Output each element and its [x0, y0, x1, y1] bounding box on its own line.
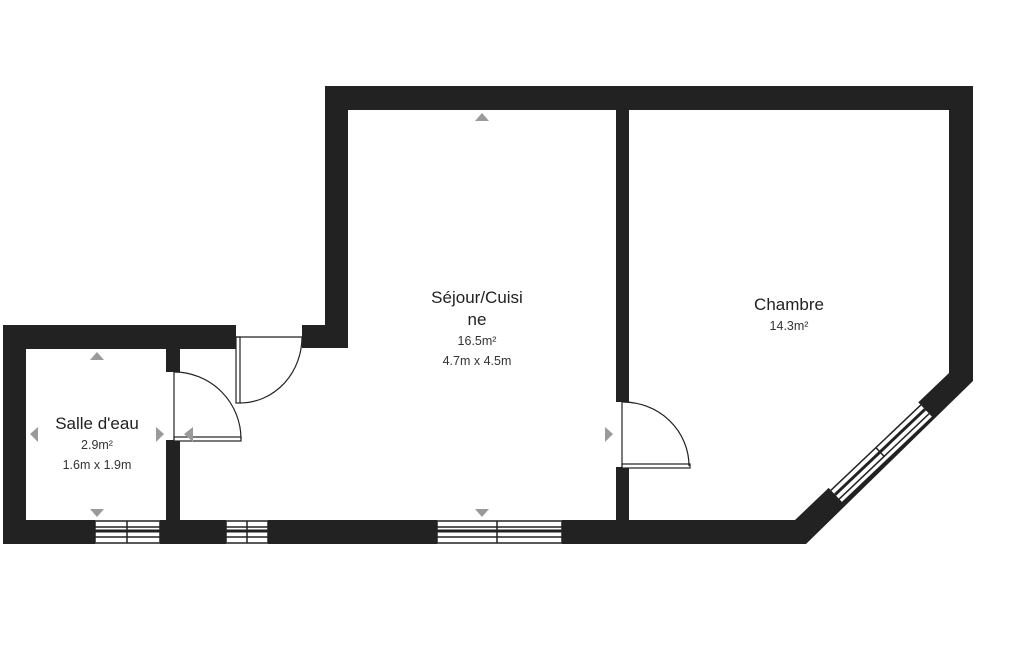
- wall-bottom-3: [268, 520, 437, 544]
- wall-sejour-left: [325, 86, 348, 348]
- marker-down-icon: [475, 509, 489, 517]
- marker-down-icon: [90, 509, 104, 517]
- marker-up-icon: [90, 352, 104, 360]
- walls: [3, 86, 973, 544]
- room-area: 16.5m²: [457, 334, 497, 348]
- door-salle: [173, 371, 242, 442]
- marker-up-icon: [475, 113, 489, 121]
- marker-right-icon: [605, 427, 613, 442]
- window-sejour: [436, 520, 563, 544]
- room-name: Séjour/Cuisi: [431, 288, 523, 307]
- marker-left-icon: [184, 427, 193, 442]
- window-entry: [225, 520, 269, 544]
- door-entry: [235, 336, 303, 404]
- room-label-chambre: Chambre 14.3m²: [754, 294, 824, 336]
- room-name: Chambre: [754, 295, 824, 314]
- wall-partition-salle-a: [166, 349, 180, 372]
- wall-salle-left: [3, 325, 26, 544]
- marker-left-icon: [30, 427, 38, 442]
- wall-stub: [302, 325, 348, 348]
- wall-partition-salle-b: [166, 440, 180, 530]
- windows: [94, 402, 932, 544]
- door-chambre: [621, 401, 691, 469]
- room-name-continued: ne: [467, 310, 487, 329]
- marker-right-icon: [156, 427, 164, 442]
- room-area: 2.9m²: [81, 438, 113, 452]
- wall-right: [949, 86, 973, 381]
- wall-bottom-4: [562, 520, 805, 544]
- doors: [173, 336, 691, 469]
- wall-bottom-1: [3, 520, 95, 544]
- room-name: Salle d'eau: [55, 414, 139, 433]
- wall-top: [325, 86, 973, 110]
- window-salle: [94, 520, 161, 544]
- room-label-salle-deau: Salle d'eau 2.9m² 1.6m x 1.9m: [55, 413, 139, 475]
- room-label-sejour: Séjour/Cuisi ne 16.5m² 4.7m x 4.5m: [431, 287, 523, 371]
- window-chambre: [828, 402, 932, 502]
- room-dimensions: 1.6m x 1.9m: [62, 458, 132, 472]
- wall-salle-top: [3, 325, 236, 349]
- wall-partition-chambre-a: [616, 100, 629, 402]
- markers: [30, 113, 613, 517]
- room-dimensions: 4.7m x 4.5m: [442, 354, 512, 368]
- wall-partition-chambre-b: [616, 467, 629, 527]
- room-area: 14.3m²: [769, 319, 809, 333]
